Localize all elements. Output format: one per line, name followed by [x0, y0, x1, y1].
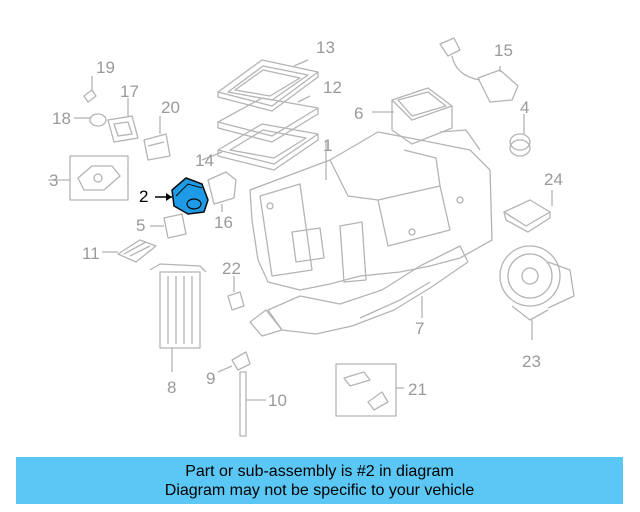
part-9-clip — [217, 351, 251, 373]
callout-2[interactable]: 2 — [139, 187, 149, 206]
callout-18: 18 — [52, 109, 71, 128]
callout-5: 5 — [136, 216, 146, 235]
part-23-blower — [499, 245, 575, 340]
part-19-clip — [83, 76, 97, 103]
callout-7: 7 — [415, 319, 425, 338]
part-24-resistor — [503, 190, 553, 233]
part-1-hvac-housing — [249, 131, 493, 291]
callout-1: 1 — [323, 136, 333, 155]
part-16-actuator — [207, 171, 237, 212]
part-11-grille — [102, 239, 157, 263]
callout-20: 20 — [161, 98, 180, 117]
callout-19: 19 — [96, 58, 115, 77]
part-6-vent-duct — [372, 87, 481, 151]
callout-15: 15 — [494, 41, 513, 60]
callout-4: 4 — [520, 98, 530, 117]
callout-13: 13 — [316, 38, 335, 57]
part-22-sensor — [227, 276, 245, 311]
callout-8: 8 — [167, 378, 177, 397]
callout-10: 10 — [268, 391, 287, 410]
callout-3: 3 — [49, 171, 59, 190]
part-21-linkage — [335, 363, 404, 417]
part-8-heater-core — [149, 263, 207, 372]
part-15-harness — [439, 37, 519, 103]
callout-17: 17 — [120, 82, 139, 101]
part-4-motor — [509, 114, 531, 157]
part-7-floor-duct — [249, 245, 469, 337]
part-2-highlighted[interactable] — [155, 177, 209, 215]
callout-9: 9 — [206, 369, 216, 388]
callout-12: 12 — [323, 78, 342, 97]
part-10-drain-tube — [239, 371, 266, 437]
part-13-filter-frame — [217, 59, 319, 112]
part-5-bracket — [150, 213, 187, 239]
part-12-filter-plate — [217, 95, 319, 143]
callout-16: 16 — [214, 213, 233, 232]
callout-21: 21 — [408, 380, 427, 399]
part-14-filter-tray — [201, 123, 319, 171]
callout-22: 22 — [222, 259, 241, 278]
part-3-bracket — [48, 155, 129, 201]
part-20-cover — [143, 116, 171, 161]
part-18-ring — [74, 113, 107, 127]
info-banner: Part or sub-assembly is #2 in diagram Di… — [16, 457, 623, 504]
banner-line-1: Part or sub-assembly is #2 in diagram — [185, 463, 454, 480]
callout-24: 24 — [544, 170, 563, 189]
banner-line-2: Diagram may not be specific to your vehi… — [164, 482, 475, 499]
callout-11: 11 — [82, 244, 100, 263]
callout-6: 6 — [354, 104, 364, 123]
part-17-seal — [107, 98, 139, 143]
parts-diagram — [48, 37, 575, 437]
callout-14: 14 — [195, 151, 214, 170]
callout-23: 23 — [522, 352, 541, 371]
